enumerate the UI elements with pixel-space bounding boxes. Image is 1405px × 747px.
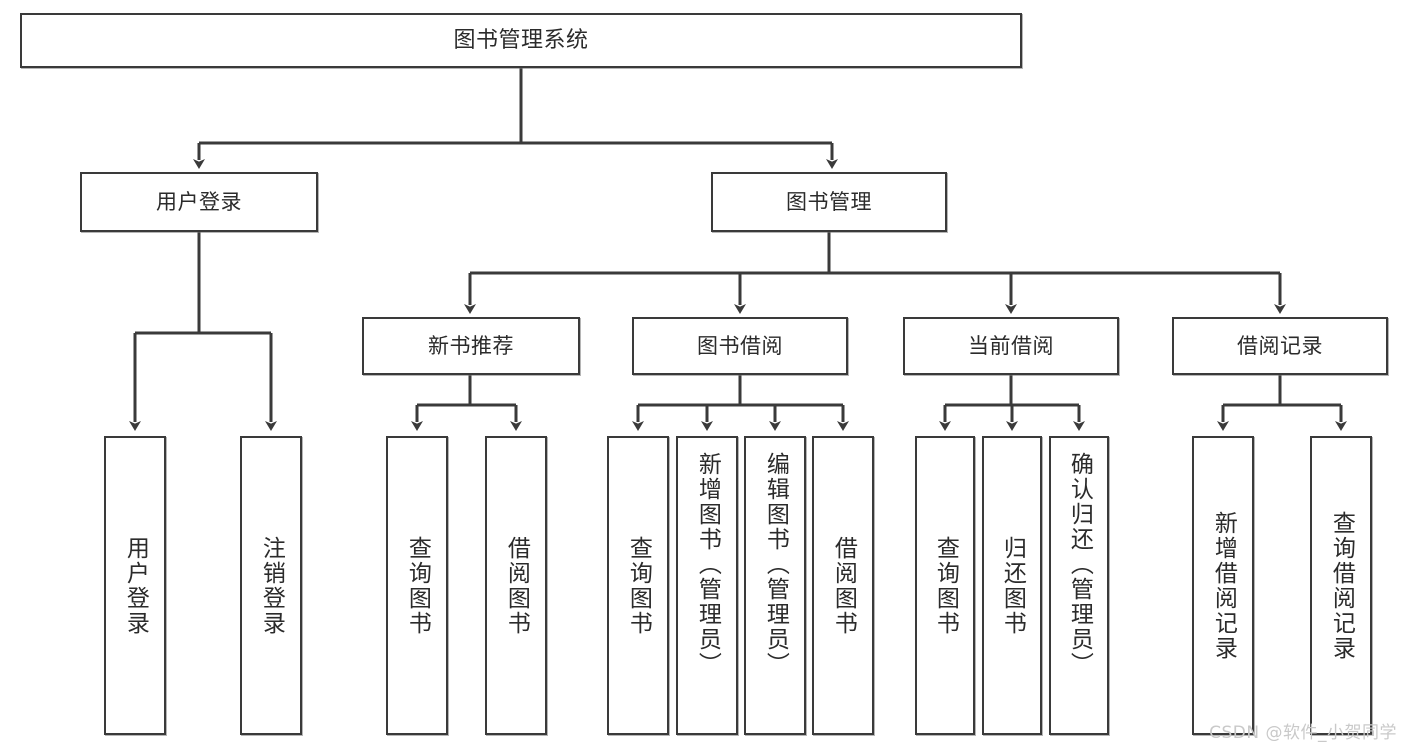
node-borrow-record[interactable]: 借阅记录	[1172, 317, 1388, 375]
node-book-borrow-label: 图书借阅	[697, 333, 783, 358]
node-leaf-query-record-label: 查询借阅记录	[1328, 510, 1355, 661]
node-leaf-borrow-book-2-label: 借阅图书	[830, 535, 857, 636]
csdn-watermark: CSDN @软件_小贺同学	[1209, 723, 1397, 743]
node-leaf-user-logout-label: 注销登录	[258, 535, 285, 636]
node-leaf-return-book-label: 归还图书	[999, 535, 1026, 636]
node-leaf-user-logout[interactable]: 注销登录	[240, 436, 302, 735]
node-leaf-add-record-label: 新增借阅记录	[1210, 510, 1237, 661]
node-leaf-add-book-label: 新增图书（管理员）	[694, 452, 721, 677]
node-leaf-borrow-book-1[interactable]: 借阅图书	[485, 436, 547, 735]
node-root-label: 图书管理系统	[453, 27, 589, 53]
node-leaf-add-record[interactable]: 新增借阅记录	[1192, 436, 1254, 735]
node-leaf-confirm-return[interactable]: 确认归还（管理员）	[1049, 436, 1109, 735]
node-leaf-borrow-book-2[interactable]: 借阅图书	[812, 436, 874, 735]
node-user-login-label: 用户登录	[156, 189, 242, 214]
node-leaf-query-book-2[interactable]: 查询图书	[607, 436, 669, 735]
node-leaf-confirm-return-label: 确认归还（管理员）	[1066, 452, 1093, 677]
node-book-manage-label: 图书管理	[786, 189, 872, 214]
node-root[interactable]: 图书管理系统	[20, 13, 1022, 68]
node-leaf-borrow-book-1-label: 借阅图书	[503, 535, 530, 636]
node-book-borrow[interactable]: 图书借阅	[632, 317, 848, 375]
node-leaf-query-book-1[interactable]: 查询图书	[386, 436, 448, 735]
node-borrow-record-label: 借阅记录	[1237, 333, 1323, 358]
node-leaf-query-book-3-label: 查询图书	[932, 535, 959, 636]
node-new-book-recommend[interactable]: 新书推荐	[362, 317, 580, 375]
node-current-borrow[interactable]: 当前借阅	[903, 317, 1119, 375]
node-user-login[interactable]: 用户登录	[80, 172, 318, 232]
node-leaf-user-login[interactable]: 用户登录	[104, 436, 166, 735]
node-leaf-add-book[interactable]: 新增图书（管理员）	[676, 436, 738, 735]
node-current-borrow-label: 当前借阅	[968, 333, 1054, 358]
node-leaf-query-record[interactable]: 查询借阅记录	[1310, 436, 1372, 735]
node-leaf-query-book-1-label: 查询图书	[404, 535, 431, 636]
node-leaf-edit-book-label: 编辑图书（管理员）	[762, 452, 789, 677]
node-leaf-user-login-label: 用户登录	[122, 535, 149, 636]
node-leaf-query-book-2-label: 查询图书	[625, 535, 652, 636]
node-leaf-edit-book[interactable]: 编辑图书（管理员）	[744, 436, 806, 735]
node-leaf-query-book-3[interactable]: 查询图书	[915, 436, 975, 735]
node-book-manage[interactable]: 图书管理	[711, 172, 947, 232]
node-new-book-recommend-label: 新书推荐	[428, 333, 514, 358]
node-leaf-return-book[interactable]: 归还图书	[982, 436, 1042, 735]
